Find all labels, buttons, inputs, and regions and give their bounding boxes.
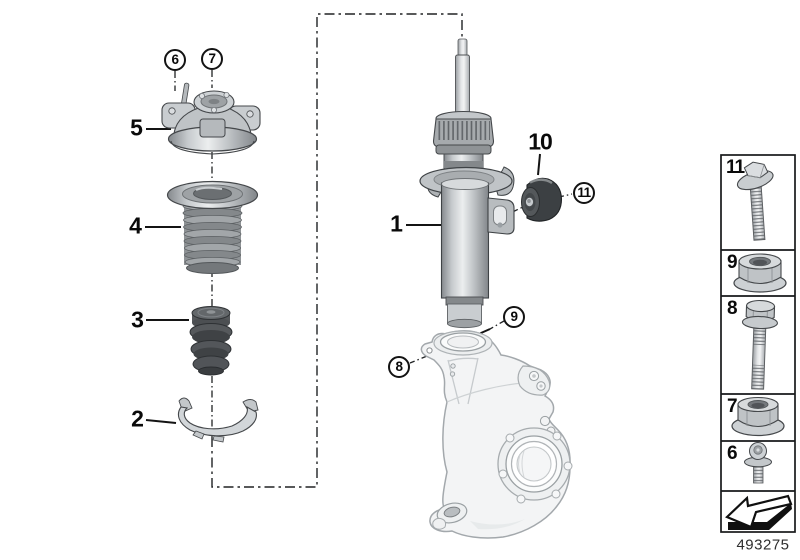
hex-bolt-icon (741, 299, 779, 390)
legend-number-6: 6 (727, 443, 738, 464)
steering-knuckle (420, 330, 573, 539)
callout-2-spring-pad: 2 (131, 405, 144, 432)
legend-number-11: 11 (726, 157, 745, 178)
spring-protection-boot (166, 180, 259, 274)
callout-9-circled: 9 (503, 306, 525, 328)
legend-number-9: 9 (727, 252, 738, 273)
lower-spring-pad (177, 397, 259, 443)
flange-nut-icon (731, 396, 785, 437)
callout-10-buffer: 10 (528, 128, 553, 155)
flange-nut-icon (733, 253, 787, 293)
spring-strut (419, 38, 515, 329)
drawing-number: 493275 (736, 536, 790, 554)
callout-3-bump-stop: 3 (131, 306, 144, 333)
flange-head-bolt-icon (736, 161, 774, 241)
fastener-legend-frame (720, 154, 796, 533)
strut-support-bearing (161, 82, 261, 155)
legend-number-8: 8 (727, 298, 738, 319)
callout-6-circled: 6 (164, 49, 186, 71)
washer-bolt-icon (744, 442, 772, 484)
callout-11-circled: 11 (573, 182, 595, 204)
bump-stop (189, 306, 233, 376)
legend-number-7: 7 (727, 396, 738, 417)
stop-buffer (521, 177, 563, 222)
callout-8-circled: 8 (388, 356, 410, 378)
installation-direction-arrow-icon (725, 494, 793, 530)
callout-1-strut: 1 (390, 210, 403, 237)
callout-7-circled: 7 (201, 48, 223, 70)
callout-5-mount: 5 (130, 114, 143, 141)
callout-4-boot: 4 (129, 212, 142, 239)
